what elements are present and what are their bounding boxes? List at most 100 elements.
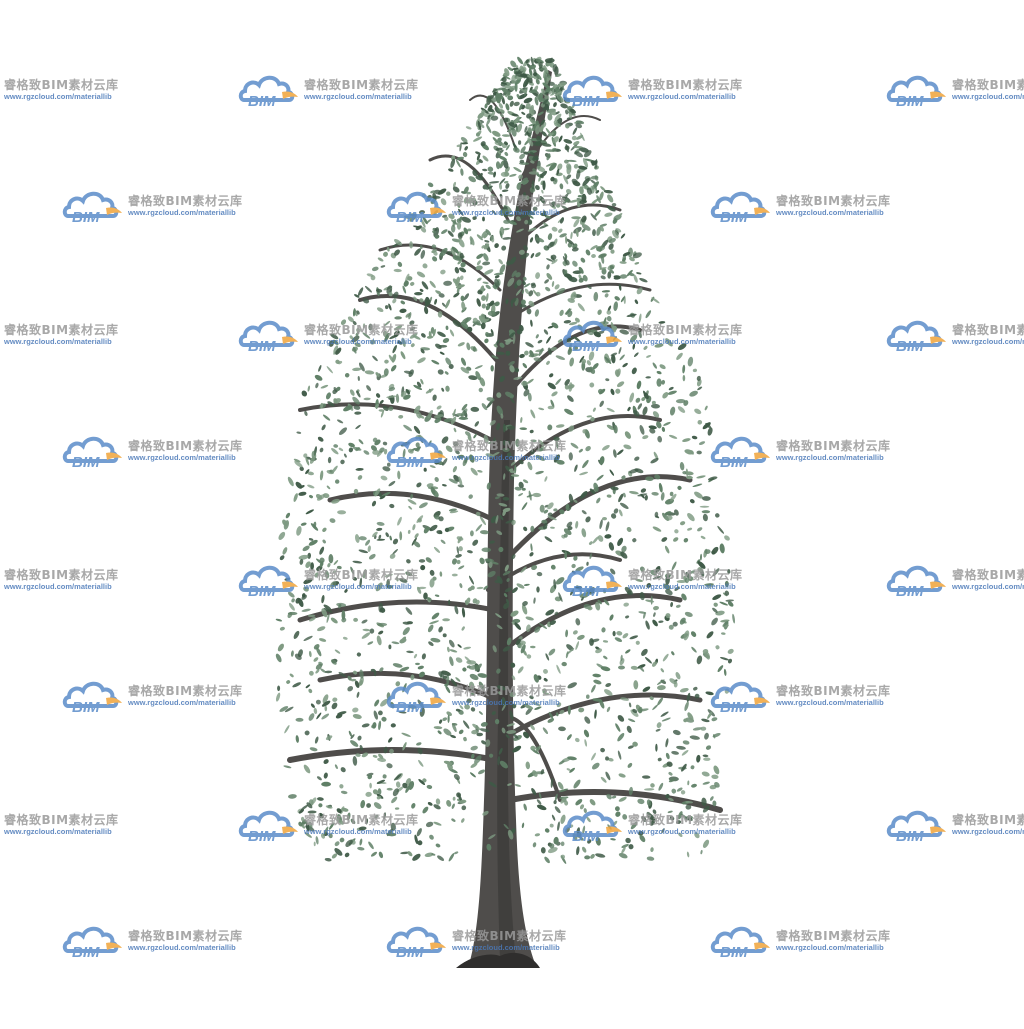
leaf xyxy=(340,459,345,465)
leaf xyxy=(484,240,490,243)
leaf xyxy=(453,292,460,298)
leaf xyxy=(534,833,541,837)
leaf xyxy=(638,830,644,836)
leaf xyxy=(579,355,585,363)
leaf xyxy=(324,570,330,579)
leaf xyxy=(303,764,311,774)
leaf xyxy=(622,362,628,368)
leaf xyxy=(530,745,536,751)
leaf xyxy=(565,109,569,115)
leaf xyxy=(455,677,461,682)
leaf xyxy=(413,384,423,390)
leaf xyxy=(494,278,500,288)
leaf xyxy=(499,178,506,185)
leaf xyxy=(543,65,549,73)
leaf xyxy=(628,786,633,796)
leaf xyxy=(485,292,489,302)
leaf xyxy=(308,616,316,622)
leaf xyxy=(585,694,590,699)
leaf xyxy=(674,509,679,516)
leaf xyxy=(370,851,378,857)
leaf xyxy=(535,237,545,243)
leaf xyxy=(364,370,375,375)
leaf xyxy=(307,810,317,814)
leaf xyxy=(635,578,644,582)
leaf xyxy=(413,425,421,434)
watermark-url: www.rgzcloud.com/materiallib xyxy=(304,582,412,592)
leaf xyxy=(551,226,558,232)
leaf xyxy=(528,290,534,297)
leaf xyxy=(565,188,572,195)
leaf xyxy=(532,701,541,707)
leaf xyxy=(636,380,642,390)
leaf xyxy=(397,470,401,480)
watermark-url: www.rgzcloud.com/materiallib xyxy=(628,582,736,592)
leaf xyxy=(362,323,366,329)
leaf xyxy=(521,822,525,829)
leaf xyxy=(622,257,626,262)
leaf xyxy=(523,283,531,288)
leaf xyxy=(645,376,651,379)
leaf xyxy=(459,799,467,804)
watermark: BIM 睿格致BIM素材云库 www.rgzcloud.com/material… xyxy=(386,186,576,226)
leaf xyxy=(501,704,506,711)
leaf xyxy=(461,216,471,223)
leaf xyxy=(636,287,643,295)
leaf xyxy=(505,144,510,151)
leaf xyxy=(383,746,388,754)
leaf xyxy=(551,391,558,397)
leaf xyxy=(468,575,475,585)
watermark: BIM 睿格致BIM素材云库 www.rgzcloud.com/material… xyxy=(238,560,428,600)
watermark-title: 睿格致BIM素材云库 xyxy=(304,323,419,338)
leaf xyxy=(576,846,580,856)
leaf xyxy=(381,491,391,497)
watermark: BIM 睿格致BIM素材云库 www.rgzcloud.com/material… xyxy=(62,186,252,226)
leaf xyxy=(315,836,319,845)
leaf xyxy=(331,465,338,474)
leaf xyxy=(499,118,504,127)
leaf xyxy=(558,726,566,732)
leaf xyxy=(496,624,503,630)
watermark-title: 睿格致BIM素材云库 xyxy=(304,568,419,583)
watermark: BIM 睿格致BIM素材云库 www.rgzcloud.com/material… xyxy=(62,921,252,961)
leaf xyxy=(454,266,460,274)
leaf xyxy=(407,499,417,505)
leaf xyxy=(701,510,711,514)
leaf xyxy=(303,586,309,592)
leaf xyxy=(512,334,516,345)
svg-text:BIM: BIM xyxy=(572,338,600,355)
leaf xyxy=(453,474,460,482)
leaf xyxy=(620,697,630,701)
leaf xyxy=(547,325,554,329)
leaf xyxy=(663,421,671,426)
watermark-url: www.rgzcloud.com/materiallib xyxy=(628,337,736,347)
leaf xyxy=(426,784,433,789)
leaf xyxy=(480,124,485,129)
leaf xyxy=(331,702,338,710)
leaf xyxy=(370,668,376,672)
leaf xyxy=(330,333,339,340)
leaf xyxy=(699,553,703,561)
leaf xyxy=(360,800,366,809)
leaf xyxy=(644,788,655,791)
leaf xyxy=(394,249,400,256)
leaf xyxy=(593,291,599,302)
leaf xyxy=(468,176,477,183)
leaf xyxy=(511,703,517,709)
leaf xyxy=(456,156,465,161)
leaf xyxy=(369,782,372,789)
watermark-url: www.rgzcloud.com/materiallib xyxy=(452,698,560,708)
leaf xyxy=(352,560,363,564)
leaf xyxy=(607,757,614,762)
leaf xyxy=(472,598,478,604)
leaf xyxy=(651,661,658,667)
leaf xyxy=(345,839,353,848)
leaf xyxy=(460,262,466,268)
leaf xyxy=(319,447,324,453)
leaf xyxy=(574,151,584,158)
leaf xyxy=(508,361,515,366)
svg-text:BIM: BIM xyxy=(720,699,748,716)
leaf xyxy=(452,722,458,726)
leaf xyxy=(392,538,399,545)
